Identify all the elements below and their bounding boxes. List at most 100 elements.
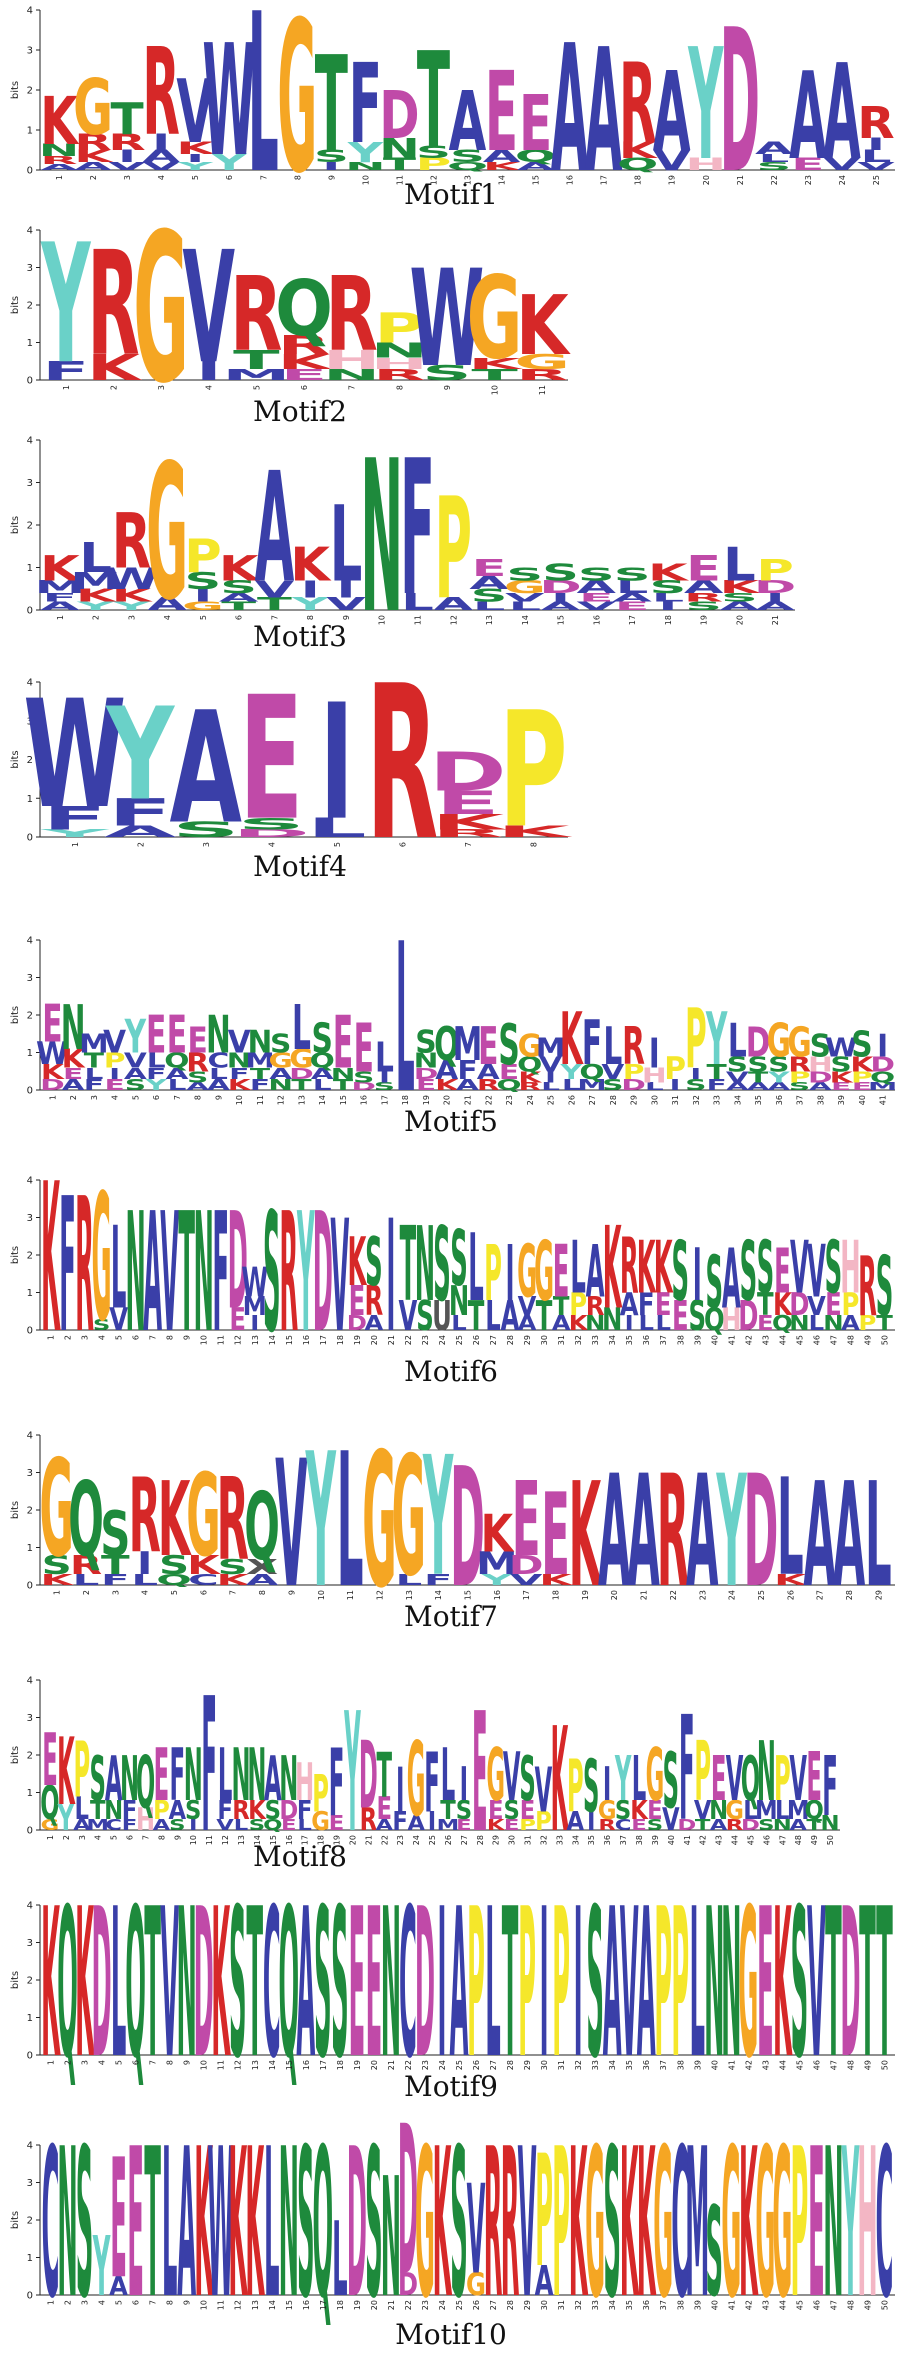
residue-T: T [876,1312,893,1336]
residue-M: M [476,1545,518,1581]
residue-P: P [184,529,221,583]
residue-L: L [396,900,415,1139]
residue-S: S [297,2104,315,2344]
residue-L: L [473,599,506,613]
residue-P: P [774,1743,791,1815]
residue-K: K [228,1076,253,1094]
position-label: 7 [149,2300,158,2305]
residue-A: A [726,1081,750,1093]
y-tick-label: 1 [27,338,33,349]
residue-L: L [292,993,311,1064]
residue-F: F [122,1794,138,1825]
residue-S: S [90,1743,106,1815]
position-label: 12 [375,1590,384,1600]
y-tick-label: 4 [27,6,33,17]
residue-D: D [754,577,796,597]
residue-R: R [360,1803,378,1838]
residue-L: L [562,1076,581,1094]
position-label: 19 [422,1095,431,1105]
residue-P: P [518,1864,536,2104]
position-label: 10 [200,2300,209,2310]
residue-D: D [744,1442,779,1622]
residue-W: W [241,1259,268,1306]
position-label: 24 [838,175,847,185]
residue-A: A [552,1312,571,1336]
position-label: 9 [183,1335,192,1340]
residue-G: G [518,1029,542,1065]
residue-M: M [223,366,291,384]
residue-Y: Y [176,160,213,173]
residue-S: S [614,565,651,585]
residue-I: I [540,1864,549,2104]
residue-F: F [424,1571,453,1589]
y-tick-label: 2 [27,1976,33,1987]
residue-N: N [227,1049,252,1073]
residue-E: E [146,1005,166,1065]
position-label: 6 [132,1335,141,1340]
residue-S: S [365,1223,383,1301]
residue-I: I [428,1806,436,1837]
residue-N: N [268,1076,293,1094]
position-label: 5 [252,385,261,390]
residue-P: P [519,1816,536,1834]
residue-T: T [536,1292,553,1339]
residue-L: L [451,1312,466,1336]
residue-A: A [456,1076,480,1094]
residue-S: S [727,1053,748,1077]
position-label: 5 [131,1095,140,1100]
residue-T: T [383,155,416,174]
residue-P: P [623,1060,645,1084]
residue-C: C [188,1571,219,1589]
position-label: 2 [64,2300,73,2305]
residue-F: F [43,357,89,387]
residue-H: H [642,1064,667,1088]
residue-E: E [825,1286,842,1323]
residue-C: C [615,1816,632,1834]
residue-L: L [655,1312,670,1336]
residue-T: T [417,25,450,178]
position-label: 39 [693,1335,702,1345]
residue-Y: Y [716,1442,748,1622]
residue-P: P [535,2124,553,2303]
residue-S: S [125,1076,146,1094]
y-tick-label: 1 [27,794,33,805]
y-tick-label: 0 [27,606,33,617]
position-label: 13 [405,1590,414,1600]
residue-F: F [582,1008,602,1079]
residue-Q: Q [515,147,556,166]
y-axis-label: bits [10,1246,21,1264]
residue-L: L [264,2104,279,2344]
position-label: 5 [170,1590,179,1595]
residue-P: P [694,1725,711,1820]
residue-T: T [876,1864,893,2104]
y-tick-label: 0 [27,1326,33,1337]
y-tick-label: 2 [27,2216,33,2227]
position-label: 34 [608,2300,617,2310]
residue-G: G [772,2104,792,2344]
residue-S: S [314,147,349,166]
residue-D: D [429,741,507,803]
position-label: 45 [795,2300,804,2310]
position-label: 4 [98,2300,107,2305]
residue-N: N [61,993,86,1064]
residue-G: G [182,599,224,613]
residue-V: V [503,1738,521,1816]
position-label: 2 [64,1335,73,1340]
position-label: 19 [333,1835,342,1845]
position-label: 29 [523,1335,532,1345]
position-label: 13 [251,1335,260,1345]
residue-Y: Y [92,2220,110,2315]
residue-L: L [75,1791,89,1826]
position-label: 38 [676,2060,685,2070]
y-tick-label: 4 [27,226,33,237]
position-label: 12 [429,175,438,185]
residue-G: G [186,1452,220,1583]
residue-M: M [577,1076,606,1094]
residue-E: E [757,1312,774,1336]
position-label: 19 [581,1590,590,1600]
residue-R: R [232,1794,250,1825]
y-tick-label: 4 [27,436,33,447]
residue-Y: Y [144,1076,168,1094]
